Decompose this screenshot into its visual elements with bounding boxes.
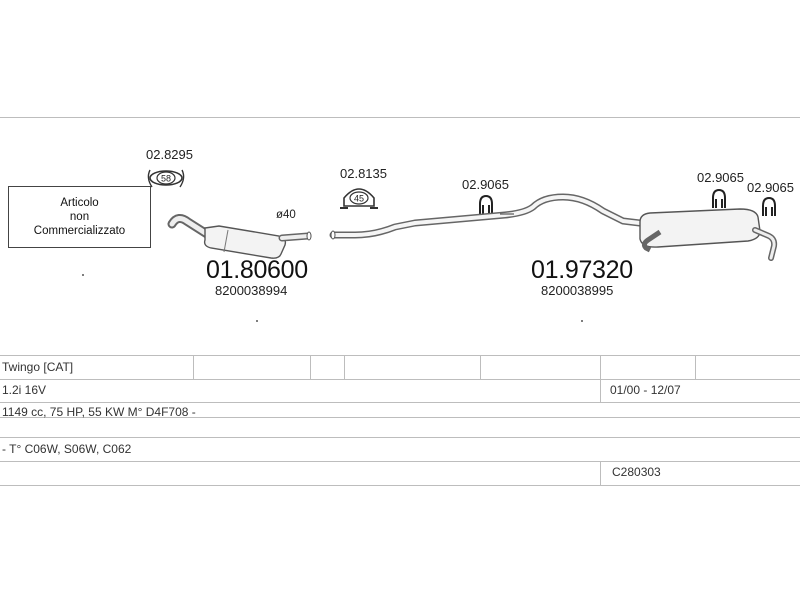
table-rule xyxy=(0,355,800,356)
pipe-diameter-label: ø40 xyxy=(276,209,296,221)
not-marketed-notice: Articolo non Commercializzato xyxy=(8,186,151,248)
table-column-rule xyxy=(695,355,696,379)
table-column-rule xyxy=(600,355,601,402)
accessory-code-hanger-2[interactable]: 02.9065 xyxy=(697,170,744,185)
table-rule xyxy=(0,417,800,418)
marker-dot xyxy=(82,274,84,276)
part-number-front[interactable]: 01.80600 xyxy=(206,256,308,284)
table-rule xyxy=(0,485,800,486)
vehicle-types: - T° C06W, S06W, C062 xyxy=(2,442,132,456)
table-rule xyxy=(0,461,800,462)
clamp-badge-58: 58 xyxy=(161,174,171,184)
part-number-rear[interactable]: 01.97320 xyxy=(531,256,633,284)
oem-number-rear: 8200038995 xyxy=(541,283,614,298)
catalog-code: C280303 xyxy=(612,465,661,479)
marker-dot xyxy=(581,320,583,322)
notice-line-2: non xyxy=(69,211,90,223)
accessory-code-hanger-3[interactable]: 02.9065 xyxy=(747,180,794,195)
notice-line-1: Articolo xyxy=(60,197,99,209)
rubber-hanger-icon[interactable] xyxy=(762,196,776,216)
table-column-rule xyxy=(344,355,345,379)
table-rule xyxy=(0,402,800,403)
vehicle-spec: 1149 cc, 75 HP, 55 KW M° D4F708 - xyxy=(2,405,196,419)
rubber-hanger-icon[interactable] xyxy=(479,194,493,214)
middle-silencer-part[interactable] xyxy=(167,214,312,259)
table-rule xyxy=(0,379,800,380)
marker-dot xyxy=(256,320,258,322)
oem-number-front: 8200038994 xyxy=(215,283,288,298)
table-column-rule xyxy=(193,355,194,379)
clamp-icon[interactable]: 45 xyxy=(340,188,378,209)
table-column-rule xyxy=(310,355,311,379)
table-rule xyxy=(0,437,800,438)
vehicle-model: Twingo [CAT] xyxy=(2,360,74,374)
rubber-hanger-icon[interactable] xyxy=(712,188,726,208)
clamp-badge-45: 45 xyxy=(354,194,364,204)
table-column-rule xyxy=(480,355,481,379)
vehicle-years: 01/00 - 12/07 xyxy=(610,383,681,397)
accessory-code-clamp-45[interactable]: 02.8135 xyxy=(340,166,387,181)
accessory-code-hanger-1[interactable]: 02.9065 xyxy=(462,177,509,192)
rear-silencer-part[interactable] xyxy=(329,193,778,261)
accessory-code-clamp-58[interactable]: 02.8295 xyxy=(146,147,193,162)
table-column-rule xyxy=(600,461,601,485)
top-divider xyxy=(0,117,800,118)
clamp-icon[interactable]: 58 xyxy=(147,169,185,188)
vehicle-engine: 1.2i 16V xyxy=(2,383,47,397)
notice-line-3: Commercializzato xyxy=(33,225,126,237)
